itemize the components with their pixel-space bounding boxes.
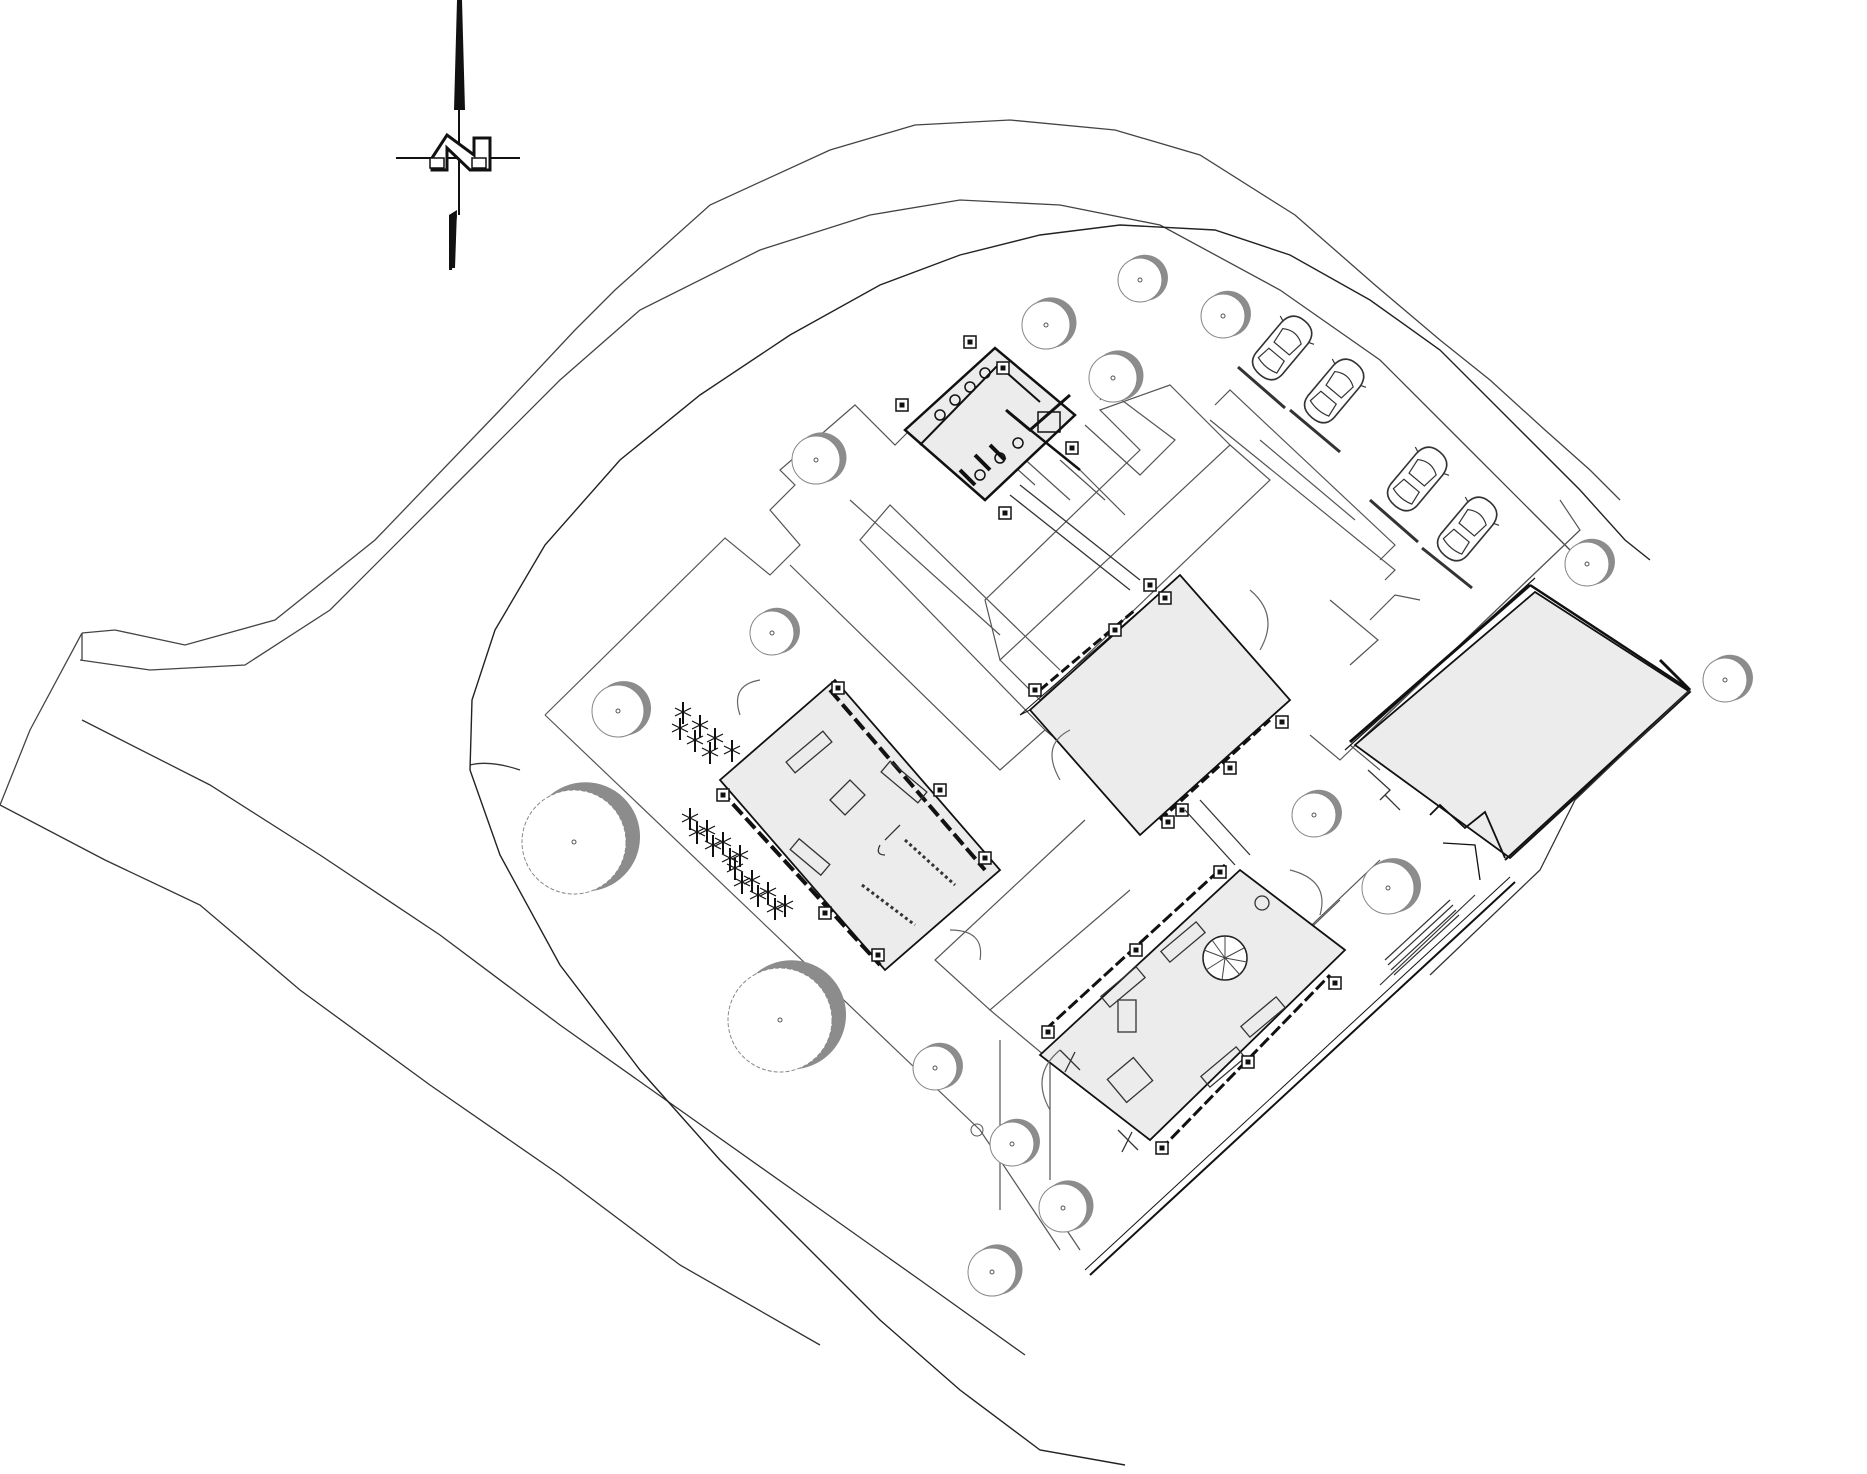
north-arrow-icon: N xyxy=(0,0,520,270)
tree-icon xyxy=(521,254,1753,1297)
long-walkway xyxy=(1084,876,1516,1276)
ground-paths xyxy=(544,384,1581,1251)
right-hall xyxy=(1344,577,1692,986)
contour-lines xyxy=(0,119,1621,806)
central-hall xyxy=(1019,573,1292,866)
site-boundary xyxy=(469,224,1651,1466)
service-building xyxy=(895,335,1141,591)
car-icon xyxy=(1242,306,1508,571)
north-arrow-letter: N xyxy=(0,0,1,1)
parking-curbs xyxy=(1237,365,1473,590)
lower-building xyxy=(1038,863,1347,1155)
left-building xyxy=(716,678,1002,972)
ramp-stripes xyxy=(1384,899,1460,976)
road-edges xyxy=(0,719,1026,1356)
